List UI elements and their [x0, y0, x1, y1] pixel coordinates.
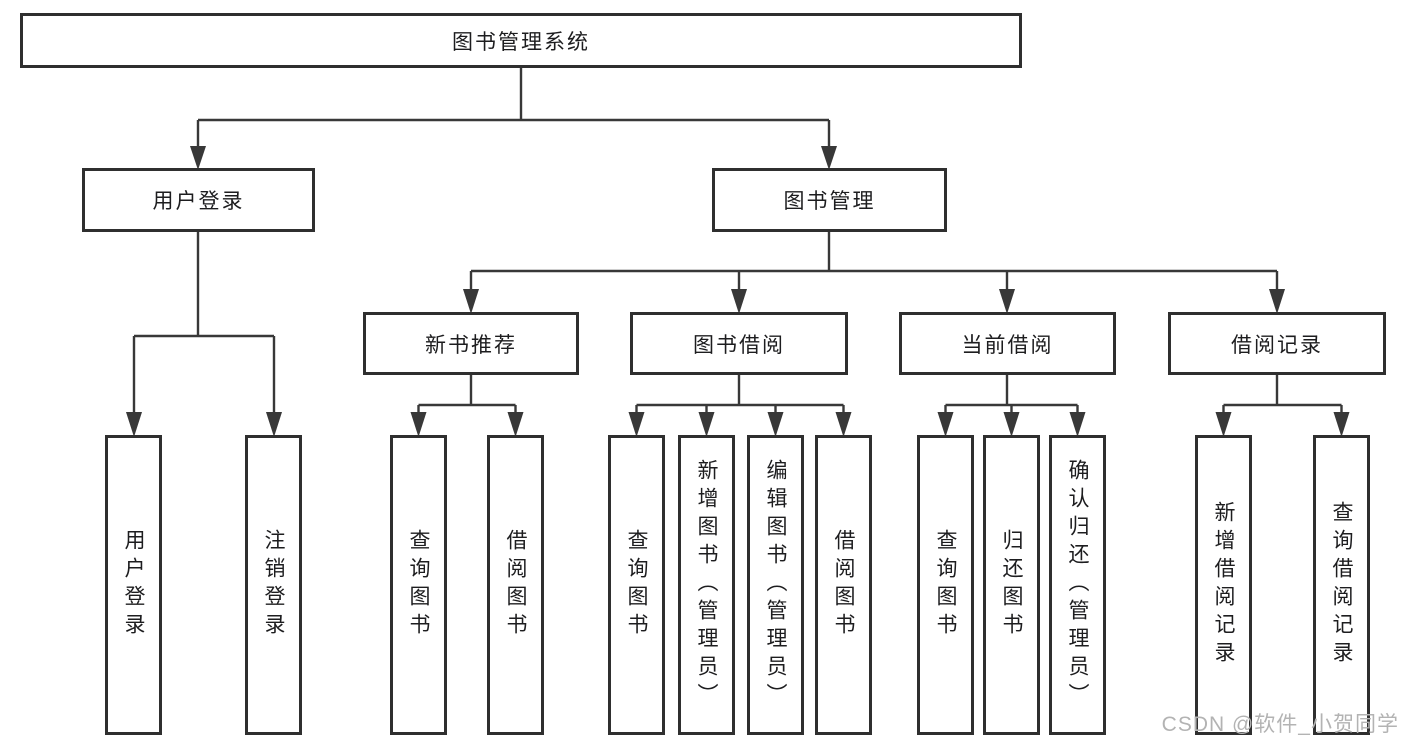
- leaf-bb-add-book: 新增图书（管理员）: [678, 435, 735, 735]
- leaf-bb-borrow-book-label: 借阅图书: [832, 529, 855, 641]
- leaf-cb-return-book: 归还图书: [983, 435, 1040, 735]
- node-current-borrowing-label: 当前借阅: [961, 333, 1054, 357]
- node-book-management-label: 图书管理: [783, 190, 876, 213]
- leaf-bb-borrow-book: 借阅图书: [815, 435, 872, 735]
- leaf-nbr-query-book: 查询图书: [390, 435, 447, 735]
- leaf-bb-query-book: 查询图书: [608, 435, 665, 735]
- node-current-borrowing: 当前借阅: [899, 312, 1116, 375]
- leaf-br-add-record: 新增借阅记录: [1195, 435, 1252, 735]
- leaf-cb-query-book-label: 查询图书: [934, 529, 957, 641]
- leaf-cb-query-book: 查询图书: [917, 435, 974, 735]
- node-book-management: 图书管理: [712, 168, 947, 232]
- leaf-br-query-record-label: 查询借阅记录: [1330, 501, 1353, 669]
- leaf-logout-label: 注销登录: [262, 529, 285, 641]
- node-new-book-recommend-label: 新书推荐: [425, 333, 517, 357]
- leaf-logout: 注销登录: [245, 435, 302, 735]
- node-user-login-label: 用户登录: [152, 190, 245, 213]
- leaf-cb-return-book-label: 归还图书: [1000, 529, 1023, 641]
- node-root-label: 图书管理系统: [452, 30, 590, 54]
- leaf-user-login-label: 用户登录: [122, 529, 145, 641]
- leaf-bb-edit-book-label: 编辑图书（管理员）: [764, 459, 787, 711]
- node-user-login: 用户登录: [82, 168, 315, 232]
- leaf-br-add-record-label: 新增借阅记录: [1212, 501, 1235, 669]
- node-borrowing-records: 借阅记录: [1168, 312, 1386, 375]
- leaf-nbr-borrow-book-label: 借阅图书: [504, 529, 527, 641]
- node-root: 图书管理系统: [20, 13, 1022, 68]
- leaf-bb-add-book-label: 新增图书（管理员）: [695, 459, 718, 711]
- leaf-nbr-borrow-book: 借阅图书: [487, 435, 544, 735]
- node-borrowing-records-label: 借阅记录: [1231, 333, 1323, 357]
- leaf-cb-confirm-return: 确认归还（管理员）: [1049, 435, 1106, 735]
- node-book-borrowing: 图书借阅: [630, 312, 848, 375]
- leaf-cb-confirm-return-label: 确认归还（管理员）: [1066, 459, 1089, 711]
- node-book-borrowing-label: 图书借阅: [693, 333, 785, 357]
- leaf-user-login: 用户登录: [105, 435, 162, 735]
- leaf-br-query-record: 查询借阅记录: [1313, 435, 1370, 735]
- watermark-text: CSDN @软件_小贺同学: [1161, 713, 1399, 736]
- leaf-bb-query-book-label: 查询图书: [625, 529, 648, 641]
- node-new-book-recommend: 新书推荐: [363, 312, 579, 375]
- leaf-nbr-query-book-label: 查询图书: [407, 529, 430, 641]
- leaf-bb-edit-book: 编辑图书（管理员）: [747, 435, 804, 735]
